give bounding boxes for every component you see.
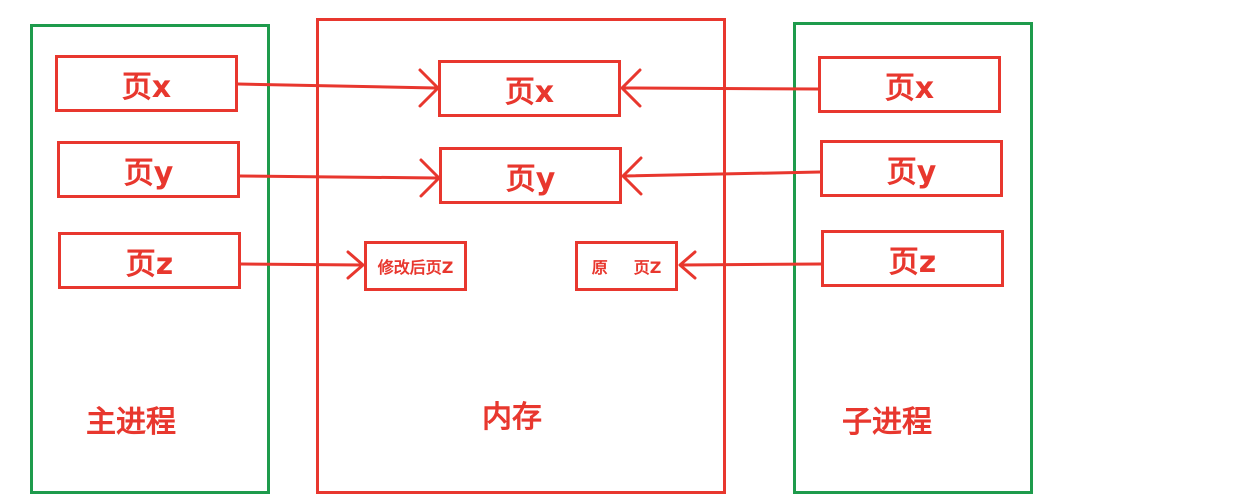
arrow-main-x: [236, 82, 438, 90]
memory-frame: [316, 18, 726, 494]
arrow-child-y: [623, 170, 822, 178]
main-page-y: 页y: [57, 141, 240, 198]
arrowhead-main-z: [346, 250, 365, 280]
child-process-frame: [793, 22, 1033, 494]
arrowhead-child-z: [678, 250, 697, 280]
memory-page-y-label: 页y: [505, 161, 556, 197]
child-page-x: 页x: [818, 56, 1001, 113]
arrowhead-main-y: [419, 158, 441, 198]
arrowhead-child-x: [620, 68, 642, 108]
main-page-x: 页x: [55, 55, 238, 112]
arrow-main-z: [239, 262, 364, 267]
memory-page-x: 页x: [438, 60, 621, 117]
main-process-label: 主进程: [86, 405, 176, 440]
memory-modified-page-z: 修改后页Z: [364, 241, 467, 291]
memory-original-page-z-label-right: 页Z: [633, 258, 662, 277]
arrow-child-z: [679, 262, 823, 267]
main-page-y-label: 页y: [123, 155, 174, 191]
main-page-z: 页z: [58, 232, 241, 289]
child-page-z: 页z: [821, 230, 1004, 287]
child-process-label: 子进程: [842, 405, 932, 440]
main-page-z-label: 页z: [125, 246, 174, 282]
child-page-z-label: 页z: [888, 244, 937, 280]
memory-original-page-z-label-left: 原: [591, 258, 608, 277]
child-page-x-label: 页x: [884, 70, 935, 106]
main-process-frame: [30, 24, 270, 494]
child-page-y: 页y: [820, 140, 1003, 197]
arrowhead-main-x: [418, 68, 440, 108]
memory-original-page-z: 原 页Z: [575, 241, 678, 291]
child-page-y-label: 页y: [886, 154, 937, 190]
arrowhead-child-y: [621, 156, 643, 196]
memory-label: 内存: [482, 400, 542, 435]
memory-page-x-label: 页x: [504, 74, 555, 110]
memory-page-y: 页y: [439, 147, 622, 204]
main-page-x-label: 页x: [121, 69, 172, 105]
arrow-child-x: [622, 86, 820, 91]
arrow-main-y: [238, 174, 439, 180]
memory-modified-page-z-label: 修改后页Z: [377, 258, 454, 277]
